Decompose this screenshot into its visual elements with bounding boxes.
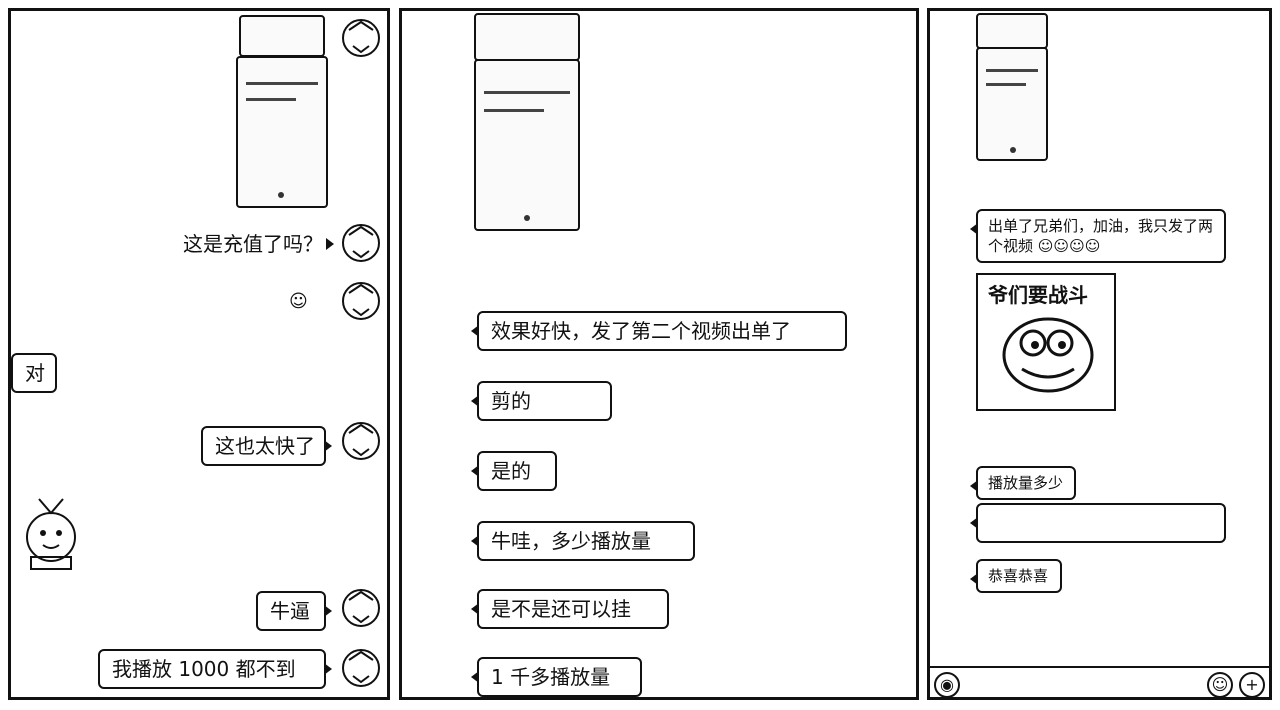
chat-panel-3: 出单了兄弟们，加油，我只发了两个视频 ☺☺☺☺ 爷们要战斗 播放量多少 恭喜恭喜… [927, 8, 1272, 700]
message-bubble[interactable]: 1 千多播放量 [471, 657, 642, 697]
message-bubble[interactable]: 恭喜恭喜 [970, 559, 1062, 593]
message-text: 出单了兄弟们，加油，我只发了两个视频 [988, 217, 1214, 255]
message-text: 对 [25, 361, 45, 385]
avatar[interactable] [339, 279, 383, 323]
message-text: 是不是还可以挂 [491, 597, 631, 621]
avatar[interactable] [339, 586, 383, 630]
message-bubble[interactable]: 剪的 [471, 381, 612, 421]
message-text: 我播放 1000 都不到 [112, 657, 296, 681]
message-text: 1 千多播放量 [491, 665, 611, 689]
message-bubble[interactable]: 牛哇，多少播放量 [471, 521, 695, 561]
cat-sticker [26, 498, 76, 570]
message-text: 牛哇，多少播放量 [491, 529, 651, 553]
avatar[interactable] [339, 16, 383, 60]
message-text: 恭喜恭喜 [988, 567, 1049, 585]
message-text: 效果好快，发了第二个视频出单了 [491, 319, 791, 343]
message-bubble[interactable]: 我播放 1000 都不到 [98, 649, 332, 689]
message-bubble[interactable]: 是的 [471, 451, 557, 491]
screenshot-header-image [239, 15, 325, 57]
message-text: 剪的 [491, 389, 531, 413]
message-bubble[interactable]: 对 [11, 353, 57, 393]
cartoon-character-icon [1002, 317, 1094, 393]
input-bar: ◉ ☺ + [930, 666, 1269, 697]
screenshot-header-image [474, 13, 580, 61]
avatar[interactable] [339, 646, 383, 690]
message-text: 这也太快了 [215, 434, 315, 458]
message-text: 这是充值了吗？ [183, 232, 323, 256]
message-text: 播放量多少 [988, 474, 1064, 492]
avatar[interactable] [339, 221, 383, 265]
smile-emoji-icon: ☺☺☺☺ [1037, 237, 1101, 255]
message-bubble[interactable]: 牛逼 [256, 591, 332, 631]
chat-panel-2: 效果好快，发了第二个视频出单了 剪的 是的 牛哇，多少播放量 是不是还可以挂 1… [399, 8, 919, 700]
voice-icon[interactable]: ◉ [934, 672, 960, 697]
plus-icon[interactable]: + [1239, 672, 1265, 697]
message-bubble[interactable]: 这也太快了 [201, 426, 332, 466]
sticker-image[interactable]: 爷们要战斗 [976, 273, 1116, 411]
message-bubble-blank[interactable] [970, 503, 1226, 543]
screenshot-image[interactable] [474, 59, 580, 231]
chat-panel-1: 这是充值了吗？ ☺ 对 这也太快了 牛逼 我播放 1000 都不到 [8, 8, 390, 700]
screenshot-image[interactable] [976, 47, 1048, 161]
message-text: 是的 [491, 459, 531, 483]
screenshot-header-image [976, 13, 1048, 49]
message-bubble[interactable]: 效果好快，发了第二个视频出单了 [471, 311, 847, 351]
message-bubble[interactable]: 是不是还可以挂 [471, 589, 669, 629]
message-bubble[interactable]: 这是充值了吗？ [171, 226, 334, 262]
emoji-icon[interactable]: ☺ [1207, 672, 1233, 697]
smile-emoji-icon: ☺ [289, 291, 308, 312]
screenshot-image[interactable] [236, 56, 328, 208]
message-bubble[interactable]: 播放量多少 [970, 466, 1076, 500]
sticker-caption: 爷们要战斗 [988, 283, 1088, 307]
message-text: 牛逼 [270, 599, 310, 623]
avatar[interactable] [339, 419, 383, 463]
message-bubble[interactable]: 出单了兄弟们，加油，我只发了两个视频 ☺☺☺☺ [970, 209, 1226, 263]
